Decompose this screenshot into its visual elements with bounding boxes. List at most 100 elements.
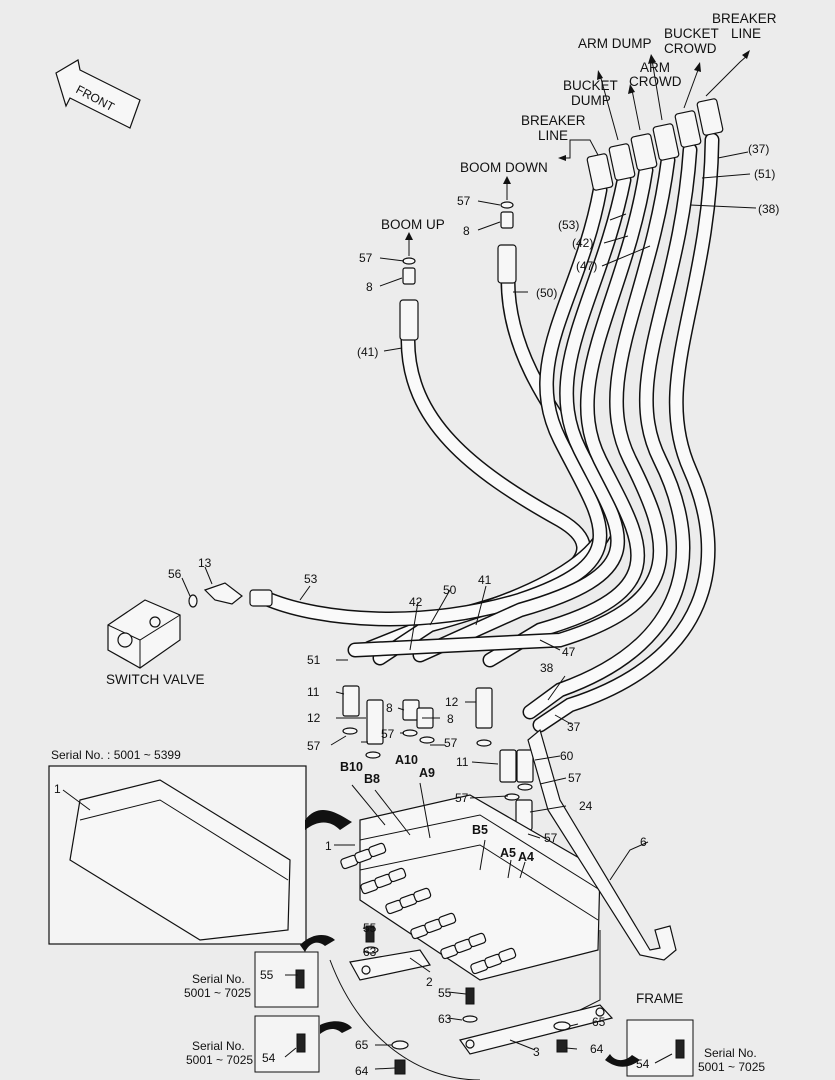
- part-41: 41: [478, 573, 492, 587]
- part-12: 12: [307, 711, 321, 725]
- hose-ref-47: (47): [576, 259, 597, 273]
- part-38: 38: [540, 661, 554, 675]
- frame: [329, 728, 677, 1080]
- hose-ref-53: (53): [558, 218, 579, 232]
- line-labels: BREAKER LINE BUCKET CROWD ARM DUMP ARM C…: [381, 11, 777, 232]
- hose-ref-labels: (37) (51) (38) (53) (42) (47) (50) (41): [357, 142, 779, 359]
- part-55: 55: [363, 921, 377, 935]
- bucket-dump-label-2: DUMP: [571, 93, 611, 108]
- boom-down-label: BOOM DOWN: [460, 160, 548, 175]
- part-6: 6: [640, 835, 647, 849]
- part-47: 47: [562, 645, 576, 659]
- valve-spool: [388, 867, 407, 883]
- part-42: 42: [409, 595, 423, 609]
- mounting-plates: [349, 925, 614, 1075]
- part-57: 57: [444, 736, 458, 750]
- part-8: 8: [447, 712, 454, 726]
- serial-label-2-line2: 5001 ~ 7025: [186, 1053, 253, 1067]
- part-24: 24: [579, 799, 593, 813]
- part-2: 2: [426, 975, 433, 989]
- leader-lines: [62, 151, 757, 1070]
- top-hose-fittings: [399, 98, 724, 341]
- switch-valve-label: SWITCH VALVE: [106, 672, 205, 687]
- part-13: 13: [198, 556, 212, 570]
- part-1: 1: [54, 782, 61, 796]
- part-12: 12: [445, 695, 459, 709]
- serial-labels: Serial No. 5001 ~ 7025 Serial No. 5001 ~…: [184, 972, 765, 1074]
- part-8: 8: [463, 224, 470, 238]
- port-a10: A10: [395, 753, 418, 767]
- part-37: 37: [567, 720, 581, 734]
- part-56: 56: [168, 567, 182, 581]
- serial-box-left-2: [254, 1015, 352, 1073]
- port-a4: A4: [518, 850, 534, 864]
- part-57: 57: [544, 831, 558, 845]
- serial-label-2-line1: Serial No.: [192, 1039, 245, 1053]
- port-b8: B8: [364, 772, 380, 786]
- serial-label-3-line1: Serial No.: [704, 1046, 757, 1060]
- port-labels: B10 B8 A10 A9 B5 A5 A4: [340, 753, 534, 864]
- part-63: 63: [438, 1012, 452, 1026]
- part-60: 60: [560, 749, 574, 763]
- part-57: 57: [568, 771, 582, 785]
- arm-crowd-label-1: ARM: [640, 60, 670, 75]
- port-a9: A9: [419, 766, 435, 780]
- part-11: 11: [307, 685, 320, 699]
- part-11: 11: [456, 755, 469, 769]
- arm-dump-label: ARM DUMP: [578, 36, 652, 51]
- port-b10: B10: [340, 760, 363, 774]
- hose-ref-51: (51): [754, 167, 775, 181]
- breaker-line-left-label-1: BREAKER: [521, 113, 586, 128]
- front-arrow-icon: FRONT: [55, 59, 141, 129]
- bucket-crowd-label-2: CROWD: [664, 41, 717, 56]
- part-64: 64: [590, 1042, 604, 1056]
- boom-up-label: BOOM UP: [381, 217, 445, 232]
- serial-box-left-1: [254, 935, 335, 1008]
- frame-label: FRAME: [636, 991, 683, 1006]
- breaker-line-left-label-2: LINE: [538, 128, 568, 143]
- part-57: 57: [307, 739, 321, 753]
- main-control-valve: [340, 794, 601, 981]
- valve-spool: [368, 842, 387, 858]
- switch-valve: [107, 582, 273, 669]
- hose-ref-38: (38): [758, 202, 779, 216]
- hose-ref-50: (50): [536, 286, 557, 300]
- serial-label-1-line1: Serial No.: [192, 972, 245, 986]
- serial-inset: [48, 765, 352, 945]
- part-51: 51: [307, 653, 321, 667]
- part-63: 63: [363, 945, 377, 959]
- port-b5: B5: [472, 823, 488, 837]
- hose-bundle: [262, 132, 720, 733]
- part-55: 55: [260, 968, 274, 982]
- part-number-labels: 57 8 57 8 53 50 41 42 47 38 37 13 56 51 …: [54, 194, 650, 1078]
- valve-spool: [413, 887, 432, 903]
- arm-crowd-label-2: CROWD: [629, 74, 682, 89]
- part-57: 57: [359, 251, 373, 265]
- part-64: 64: [355, 1064, 369, 1078]
- part-8: 8: [366, 280, 373, 294]
- flow-arrows: [405, 50, 750, 256]
- serial-inset-label: Serial No. : 5001 ~ 5399: [51, 748, 181, 762]
- part-3: 3: [533, 1045, 540, 1059]
- valve-fittings: [342, 685, 534, 838]
- hose-ref-37: (37): [748, 142, 769, 156]
- part-65: 65: [355, 1038, 369, 1052]
- part-1: 1: [325, 839, 332, 853]
- valve-spool: [498, 947, 517, 963]
- part-50: 50: [443, 583, 457, 597]
- valve-spool: [438, 912, 457, 928]
- part-65: 65: [592, 1015, 606, 1029]
- hose-ref-41: (41): [357, 345, 378, 359]
- serial-label-3-line2: 5001 ~ 7025: [698, 1060, 765, 1074]
- valve-spool: [468, 932, 487, 948]
- hose-ref-42: (42): [572, 236, 593, 250]
- part-55: 55: [438, 986, 452, 1000]
- serial-box-right: [605, 1019, 694, 1077]
- serial-label-1-line2: 5001 ~ 7025: [184, 986, 251, 1000]
- breaker-line-top-label-2: LINE: [731, 26, 761, 41]
- part-8: 8: [386, 701, 393, 715]
- part-57: 57: [381, 727, 395, 741]
- breaker-line-top-label-1: BREAKER: [712, 11, 777, 26]
